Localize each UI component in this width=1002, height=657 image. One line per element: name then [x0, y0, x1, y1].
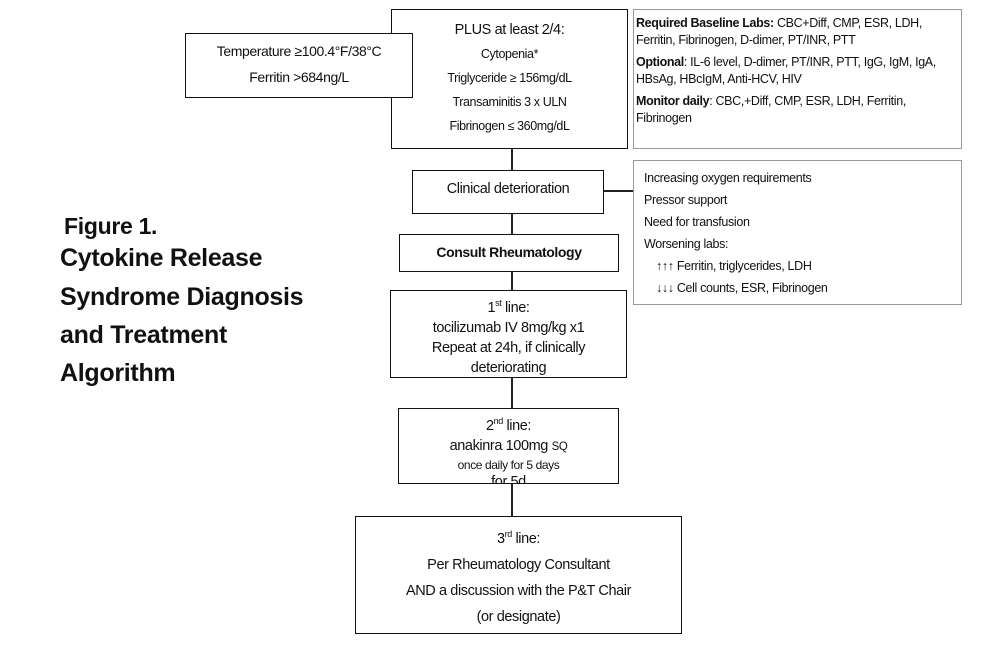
third-line-text: AND a discussion with the P&T Chair: [405, 582, 632, 599]
monitor-labs: Monitor daily: CBC,+Diff, CMP, ESR, LDH,…: [636, 93, 959, 127]
worsening-up-text: Ferritin, triglycerides, LDH: [673, 259, 812, 273]
deterioration-item: Increasing oxygen requirements: [644, 171, 812, 185]
figure-title-line-2: Syndrome Diagnosis: [60, 283, 304, 311]
ordinal-suffix: nd: [493, 416, 504, 426]
monitor-labs-text: : CBC,+Diff, CMP, ESR, LDH, Ferritin, Fi…: [636, 94, 906, 125]
third-line-text: (or designate): [476, 608, 561, 625]
second-line-heading: 2nd line:: [399, 411, 618, 436]
ordinal-suffix: rd: [504, 529, 513, 539]
up-arrows-icon: ↑↑↑: [656, 259, 674, 273]
third-line-box: 3rd line: Per Rheumatology Consultant AN…: [355, 516, 682, 634]
plus-item: Transaminitis 3 x ULN: [452, 95, 567, 109]
clinical-deterioration-box: Clinical deterioration: [412, 170, 604, 214]
route-text: SQ: [551, 440, 568, 453]
optional-labs-label: Optional: [636, 55, 684, 69]
second-line-drug: anakinra 100mg SQ: [399, 436, 618, 457]
required-labs-text: CBC+Diff, CMP, ESR, LDH, Ferritin, Fibri…: [636, 16, 922, 47]
plus-item: Fibrinogen ≤ 360mg/dL: [449, 119, 570, 133]
monitor-labs-label: Monitor daily: [636, 94, 710, 108]
ordinal-suffix: st: [495, 298, 502, 308]
third-line-heading: 3rd line:: [356, 521, 681, 552]
worsening-up: ↑↑↑ Ferritin, triglycerides, LDH: [644, 255, 961, 277]
line-label: line:: [502, 417, 532, 434]
connector: [511, 483, 513, 516]
deterioration-item: Worsening labs:: [644, 237, 729, 251]
ordinal-number: 2: [485, 417, 494, 434]
third-line-text: Per Rheumatology Consultant: [427, 556, 610, 573]
plus-item: Cytopenia*: [480, 47, 539, 61]
connector: [511, 213, 513, 234]
first-line-text: tocilizumab IV 8mg/kg x1: [432, 319, 585, 336]
line-label: line:: [501, 299, 530, 316]
clinical-deterioration-label: Clinical deterioration: [446, 181, 570, 197]
connector: [511, 271, 513, 290]
consult-rheumatology-box: Consult Rheumatology: [399, 234, 619, 272]
second-line-text: once daily for 5 days: [457, 457, 560, 472]
optional-labs: Optional: IL-6 level, D-dimer, PT/INR, P…: [636, 54, 959, 88]
required-labs: Required Baseline Labs: CBC+Diff, CMP, E…: [636, 15, 959, 49]
criteria-line: Temperature ≥100.4°F/38°C: [216, 43, 382, 59]
consult-rheumatology-label: Consult Rheumatology: [436, 244, 582, 260]
figure-title-line-4: Algorithm: [60, 359, 176, 387]
plus-heading: PLUS at least 2/4:: [454, 22, 565, 38]
ordinal-number: 3: [496, 530, 505, 547]
connector: [511, 377, 513, 408]
drug-text: anakinra 100mg: [449, 437, 552, 454]
optional-labs-text: : IL-6 level, D-dimer, PT/INR, PTT, IgG,…: [636, 55, 936, 86]
second-line-box: 2nd line: anakinra 100mg SQ once daily f…: [398, 408, 619, 484]
deterioration-item: Pressor support: [644, 193, 727, 207]
connector: [603, 190, 634, 192]
plus-criteria-box: PLUS at least 2/4: Cytopenia* Triglyceri…: [391, 9, 628, 149]
connector: [511, 148, 513, 170]
criteria-box: Temperature ≥100.4°F/38°C Ferritin >684n…: [185, 33, 413, 98]
down-arrows-icon: ↓↓↓: [656, 281, 674, 295]
first-line-text: deteriorating: [470, 359, 547, 376]
worsening-down: ↓↓↓ Cell counts, ESR, Fibrinogen: [644, 277, 961, 299]
deterioration-item: Need for transfusion: [644, 215, 750, 229]
required-labs-label: Required Baseline Labs:: [636, 16, 774, 30]
second-line-text: for 5d: [491, 473, 526, 484]
line-label: line:: [511, 530, 541, 547]
labs-box: Required Baseline Labs: CBC+Diff, CMP, E…: [633, 9, 962, 149]
criteria-line: Ferritin >684ng/L: [249, 69, 349, 85]
ordinal-number: 1: [487, 299, 496, 316]
figure-label: Figure 1.: [64, 213, 158, 239]
plus-item: Triglyceride ≥ 156mg/dL: [447, 71, 572, 85]
figure-title-line-3: and Treatment: [60, 321, 227, 349]
deterioration-criteria-box: Increasing oxygen requirements Pressor s…: [633, 160, 962, 305]
worsening-down-text: Cell counts, ESR, Fibrinogen: [673, 281, 828, 295]
first-line-heading: 1st line:: [391, 293, 626, 318]
first-line-text: Repeat at 24h, if clinically: [431, 339, 586, 356]
first-line-box: 1st line: tocilizumab IV 8mg/kg x1 Repea…: [390, 290, 627, 378]
figure-title-line-1: Cytokine Release: [60, 244, 263, 272]
